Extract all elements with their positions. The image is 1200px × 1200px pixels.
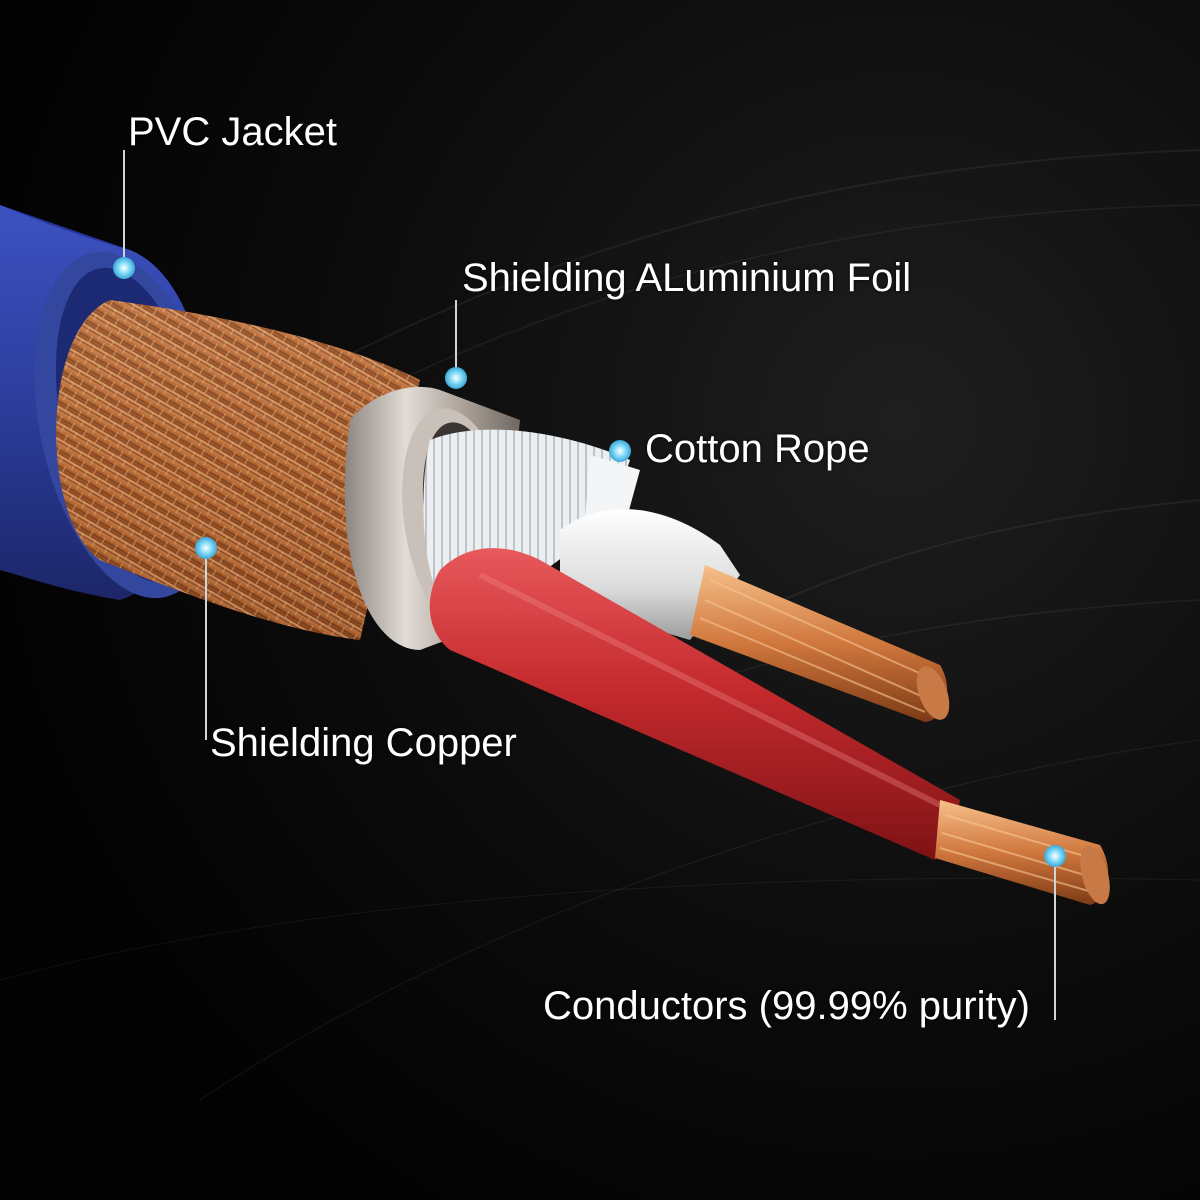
copper-callout-dot — [195, 537, 217, 559]
cotton-callout-dot — [609, 440, 631, 462]
pvc-jacket-label: PVC Jacket — [128, 110, 337, 154]
callout-dots — [113, 257, 1066, 867]
red-conductor — [429, 548, 1110, 905]
conductors-label: Conductors (99.99% purity) — [543, 984, 1030, 1028]
shielding-copper-braid — [56, 300, 421, 640]
cotton-rope-label: Cotton Rope — [645, 427, 870, 471]
conductors-callout-dot — [1044, 845, 1066, 867]
shielding-copper-label: Shielding Copper — [210, 721, 517, 765]
callout-lines — [123, 150, 1056, 1020]
aluminium-foil-label: Shielding ALuminium Foil — [462, 256, 912, 300]
foil-callout-dot — [445, 367, 467, 389]
pvc-callout-dot — [113, 257, 135, 279]
